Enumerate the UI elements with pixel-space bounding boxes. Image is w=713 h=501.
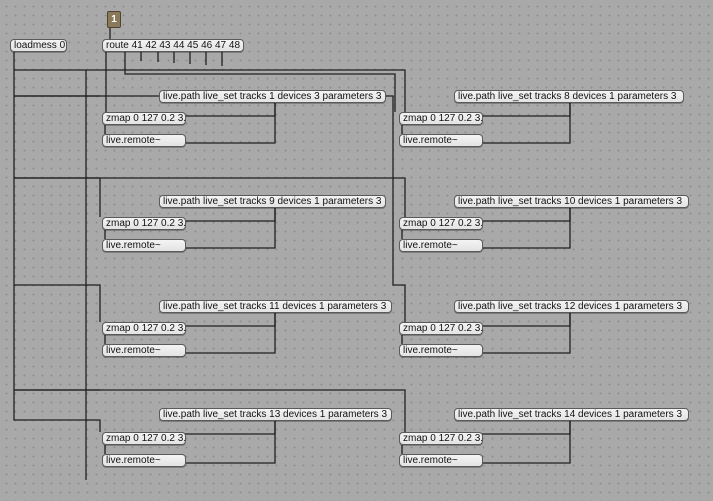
patch-cord: [13, 52, 101, 432]
patch-cord: [468, 208, 571, 249]
patch-cord: [468, 313, 571, 354]
patch-cord: [171, 103, 276, 144]
live-remote-object[interactable]: live.remote~: [102, 239, 186, 252]
patch-cord: [14, 95, 406, 322]
live-remote-object[interactable]: live.remote~: [399, 344, 483, 357]
patch-cord: [14, 284, 101, 322]
live-path-object[interactable]: live.path live_set tracks 11 devices 1 p…: [159, 300, 392, 313]
live-remote-label: live.remote~: [106, 240, 161, 251]
zmap-label: zmap 0 127 0.2 3.: [403, 433, 484, 444]
live-remote-object[interactable]: live.remote~: [399, 134, 483, 147]
live-remote-object[interactable]: live.remote~: [399, 239, 483, 252]
live-path-object[interactable]: live.path live_set tracks 14 devices 1 p…: [454, 408, 689, 421]
live-remote-label: live.remote~: [403, 345, 458, 356]
patch-cord: [468, 103, 571, 144]
zmap-object[interactable]: zmap 0 127 0.2 3.: [102, 432, 186, 445]
live-path-label: live.path live_set tracks 8 devices 1 pa…: [458, 91, 677, 102]
zmap-label: zmap 0 127 0.2 3.: [403, 323, 484, 334]
live-path-object[interactable]: live.path live_set tracks 8 devices 1 pa…: [454, 90, 684, 103]
patch-cord: [171, 208, 276, 249]
patch-cord: [171, 313, 276, 354]
patch-cord: [468, 421, 571, 464]
live-remote-object[interactable]: live.remote~: [102, 344, 186, 357]
zmap-object[interactable]: zmap 0 127 0.2 3.: [102, 322, 186, 335]
live-path-object[interactable]: live.path live_set tracks 13 devices 1 p…: [159, 408, 392, 421]
patch-cord: [14, 177, 101, 217]
live-path-label: live.path live_set tracks 12 devices 1 p…: [458, 301, 682, 312]
live-remote-object[interactable]: live.remote~: [399, 454, 483, 467]
live-path-label: live.path live_set tracks 9 devices 1 pa…: [163, 196, 382, 207]
live-remote-label: live.remote~: [106, 455, 161, 466]
zmap-label: zmap 0 127 0.2 3.: [106, 323, 187, 334]
zmap-label: zmap 0 127 0.2 3.: [106, 218, 187, 229]
live-path-object[interactable]: live.path live_set tracks 9 devices 1 pa…: [159, 195, 386, 208]
patch-cord: [124, 60, 396, 112]
live-remote-label: live.remote~: [403, 135, 458, 146]
live-remote-object[interactable]: live.remote~: [102, 454, 186, 467]
loadmess-object[interactable]: loadmess 0: [10, 39, 67, 52]
zmap-label: zmap 0 127 0.2 3.: [106, 433, 187, 444]
live-path-object[interactable]: live.path live_set tracks 10 devices 1 p…: [454, 195, 689, 208]
live-path-label: live.path live_set tracks 14 devices 1 p…: [458, 409, 682, 420]
route-object[interactable]: route 41 42 43 44 45 46 47 48: [102, 39, 244, 52]
live-remote-label: live.remote~: [106, 345, 161, 356]
live-remote-label: live.remote~: [106, 135, 161, 146]
zmap-label: zmap 0 127 0.2 3.: [403, 113, 484, 124]
inlet-object[interactable]: 1: [107, 11, 121, 28]
zmap-label: zmap 0 127 0.2 3.: [403, 218, 484, 229]
live-path-label: live.path live_set tracks 10 devices 1 p…: [458, 196, 682, 207]
zmap-object[interactable]: zmap 0 127 0.2 3.: [399, 432, 483, 445]
live-path-label: live.path live_set tracks 11 devices 1 p…: [163, 301, 387, 312]
inlet-number: 1: [111, 14, 117, 25]
route-label: route 41 42 43 44 45 46 47 48: [106, 40, 241, 51]
live-remote-object[interactable]: live.remote~: [102, 134, 186, 147]
zmap-object[interactable]: zmap 0 127 0.2 3.: [399, 217, 483, 230]
live-remote-label: live.remote~: [403, 455, 458, 466]
zmap-object[interactable]: zmap 0 127 0.2 3.: [399, 112, 483, 125]
zmap-object[interactable]: zmap 0 127 0.2 3.: [102, 112, 186, 125]
live-remote-label: live.remote~: [403, 240, 458, 251]
zmap-object[interactable]: zmap 0 127 0.2 3.: [399, 322, 483, 335]
live-path-label: live.path live_set tracks 13 devices 1 p…: [163, 409, 387, 420]
zmap-object[interactable]: zmap 0 127 0.2 3.: [102, 217, 186, 230]
loadmess-label: loadmess 0: [14, 40, 66, 51]
live-path-object[interactable]: live.path live_set tracks 1 devices 3 pa…: [159, 90, 386, 103]
zmap-label: zmap 0 127 0.2 3.: [106, 113, 187, 124]
live-path-object[interactable]: live.path live_set tracks 12 devices 1 p…: [454, 300, 689, 313]
patch-cord: [171, 421, 276, 464]
live-path-label: live.path live_set tracks 1 devices 3 pa…: [163, 91, 382, 102]
